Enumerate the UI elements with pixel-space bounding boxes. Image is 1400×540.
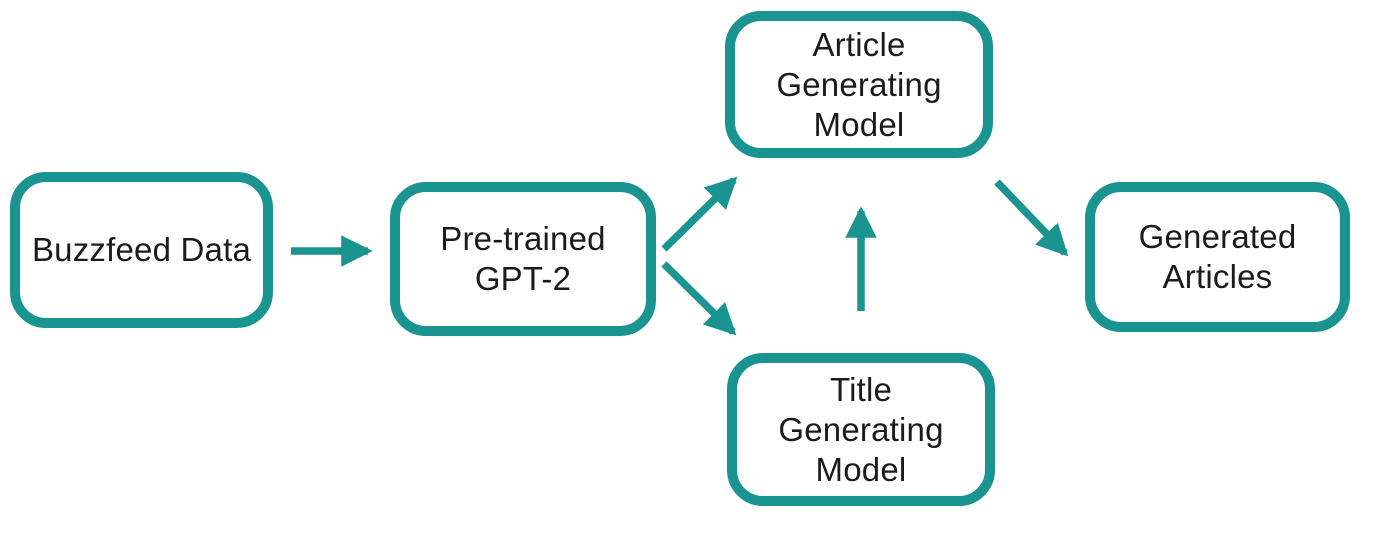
node-generated-articles-label: Generated Articles (1138, 218, 1297, 295)
edge-article-model-to-generated (994, 179, 1069, 257)
node-pretrained-gpt2-label: Pre-trained GPT-2 (440, 220, 606, 297)
node-generated-articles: Generated Articles (1085, 182, 1350, 332)
node-title-generating-model: Title Generating Model (727, 353, 995, 506)
edge-gpt2-to-title-model (661, 261, 737, 336)
node-buzzfeed-data-label: Buzzfeed Data (31, 231, 252, 268)
node-pretrained-gpt2: Pre-trained GPT-2 (390, 182, 656, 336)
node-buzzfeed-data: Buzzfeed Data (10, 172, 273, 328)
node-article-generating-model-label: Article Generating Model (776, 25, 942, 143)
edge-gpt2-to-article-model (661, 176, 738, 252)
node-article-generating-model: Article Generating Model (725, 11, 993, 158)
node-title-generating-model-label: Title Generating Model (778, 370, 944, 488)
